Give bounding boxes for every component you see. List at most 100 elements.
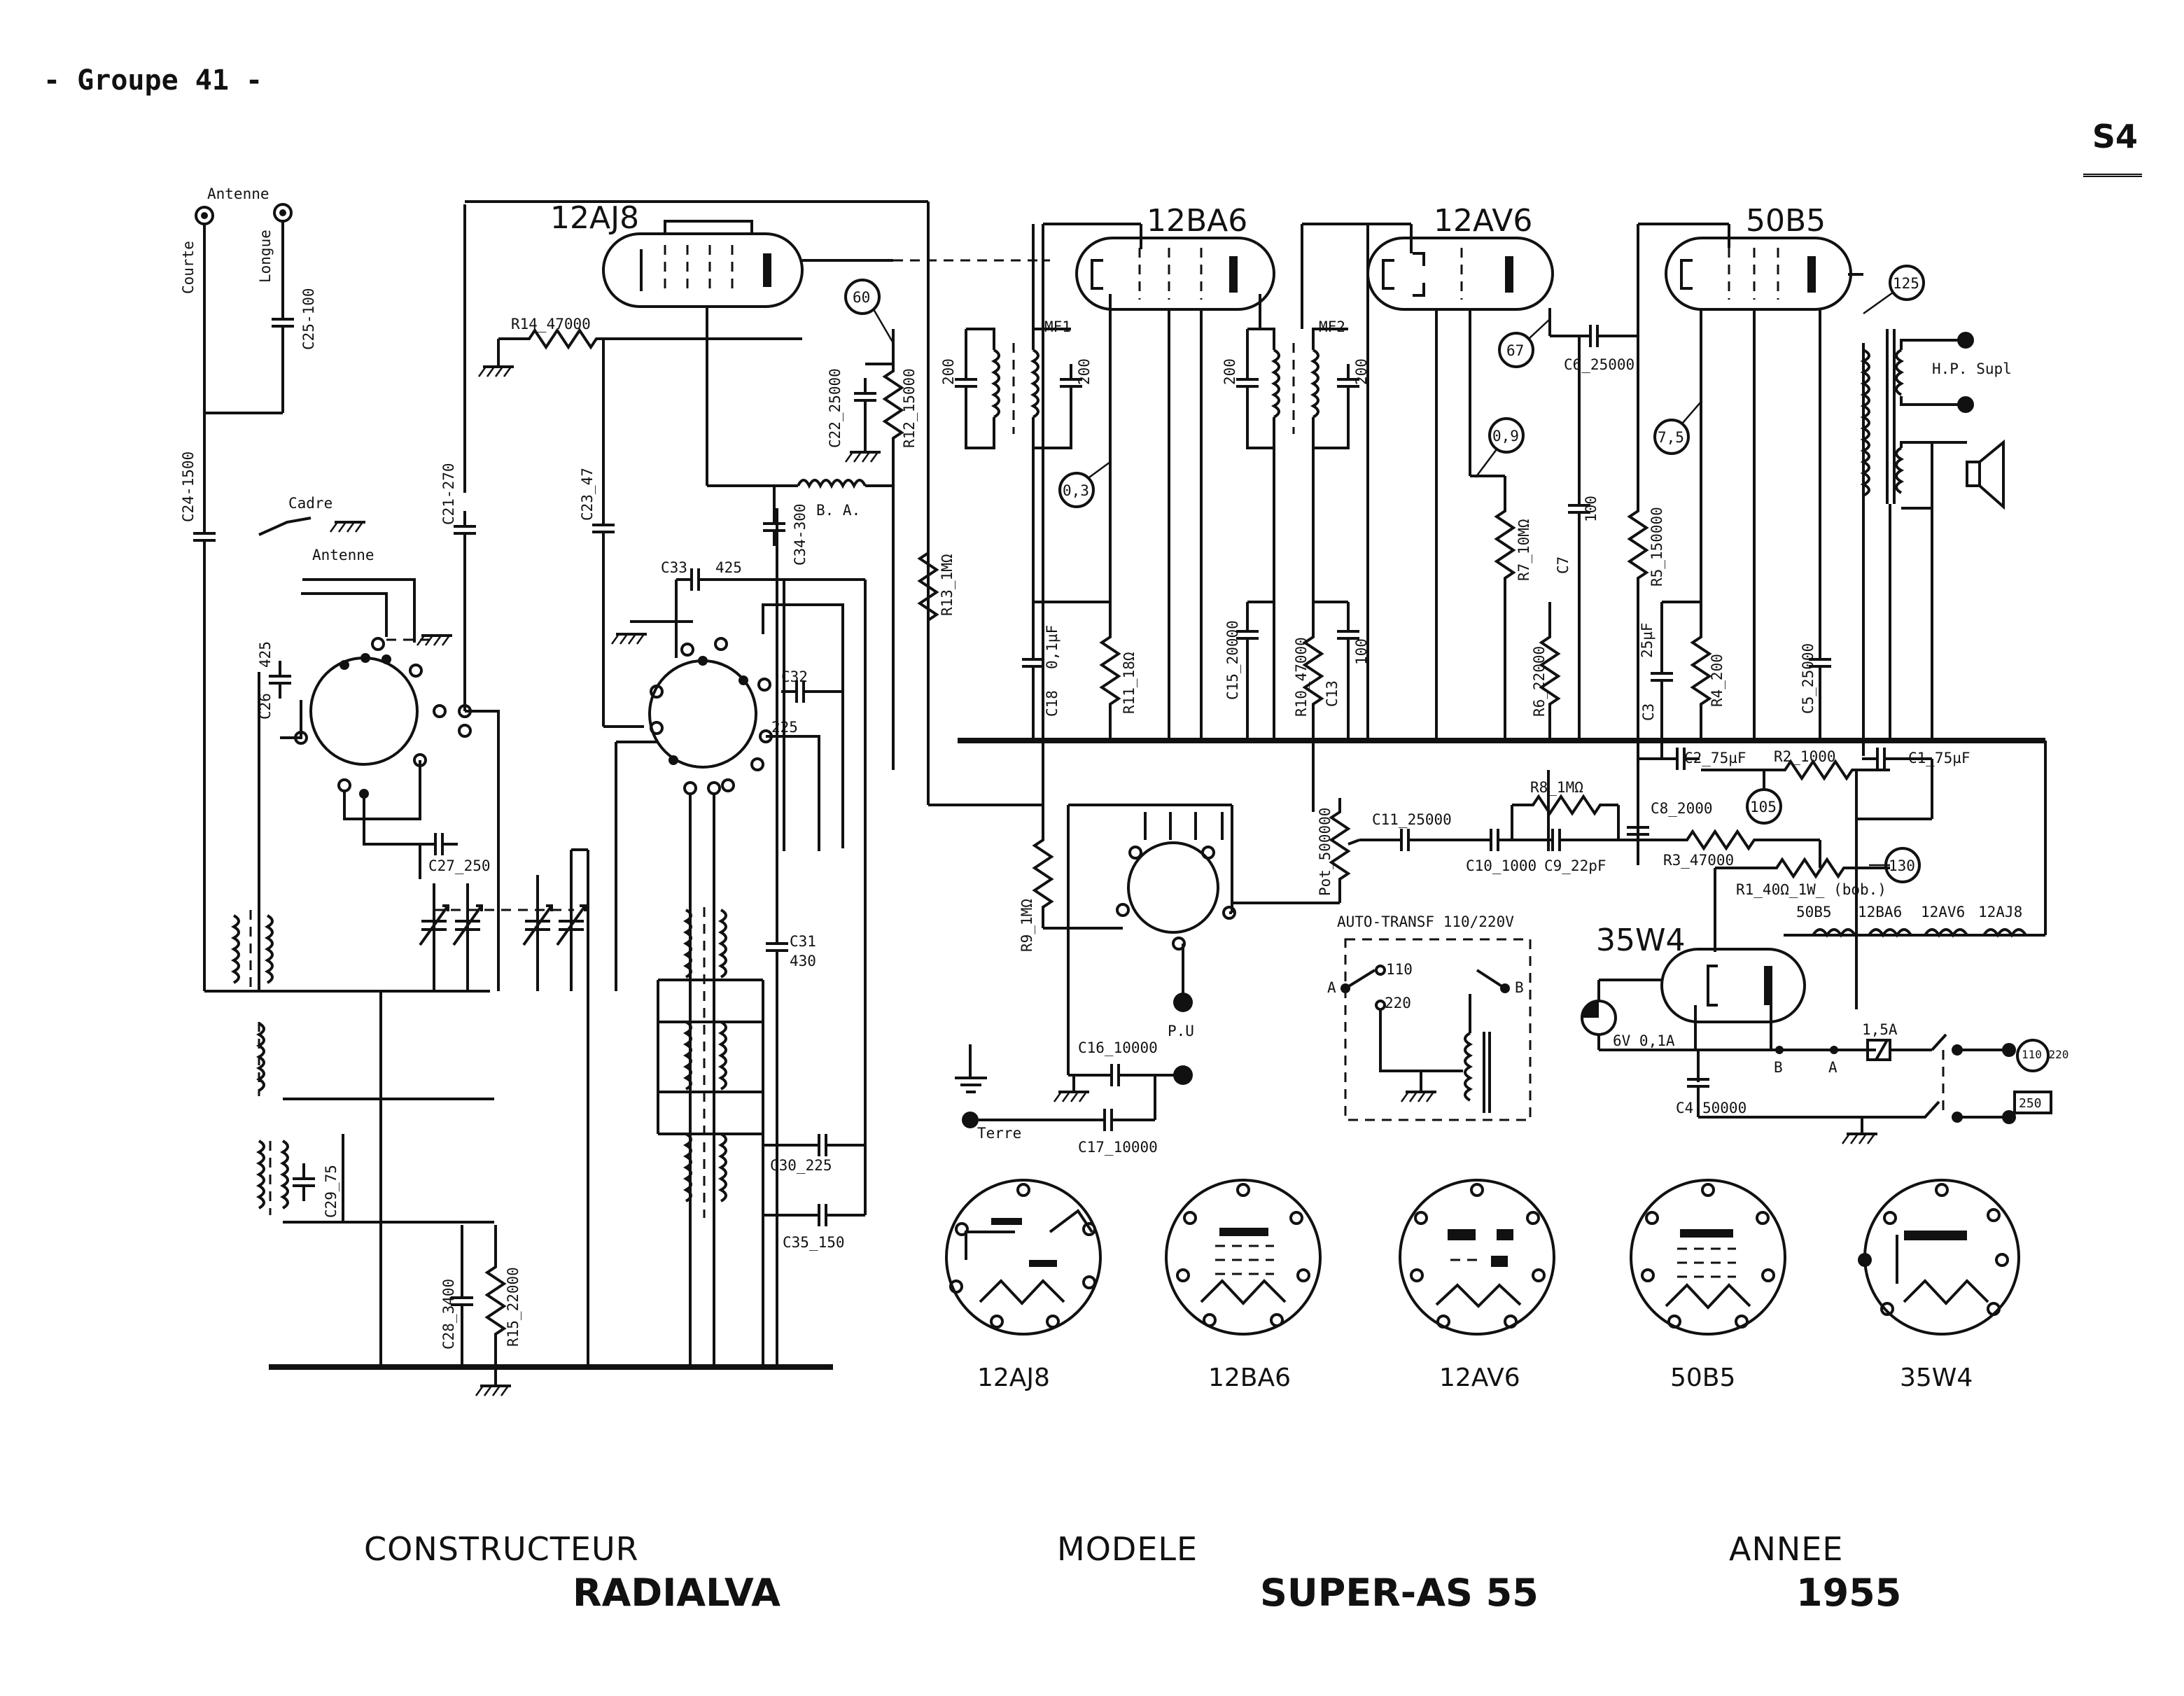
label-fuse: 1,5A [1862, 1021, 1898, 1038]
label-mains-250: 250 [2019, 1096, 2042, 1111]
label-r7: R7_10MΩ [1516, 519, 1532, 581]
test-point-0-3: 0,3 [1058, 461, 1111, 508]
label-antenne-top: Antenne [207, 185, 270, 202]
label-c32: C32 [781, 668, 808, 685]
tube-35w4: 35W4 [1596, 923, 1806, 1023]
svg-text:0,9: 0,9 [1492, 428, 1519, 444]
tube-label-12aj8: 12AJ8 [550, 200, 639, 236]
label-pilot-lamp: 6V_0,1A [1613, 1032, 1675, 1049]
label-ba: B. A. [816, 502, 860, 519]
label-cadre: Cadre [288, 495, 332, 512]
annee-value: 1955 [1796, 1571, 1902, 1615]
auto-transformer-box: AUTO-TRANSF 110/220V A 110 220 B [1327, 913, 1532, 1121]
label-r11: R11_18Ω [1121, 652, 1138, 714]
tube-base-12av6: 12AV6 [1399, 1179, 1555, 1392]
label-r4: R4_200 [1709, 654, 1726, 707]
modele-value: SUPER-AS 55 [1260, 1571, 1539, 1615]
tube-label-35w4: 35W4 [1596, 923, 1686, 958]
base-label-12av6: 12AV6 [1439, 1364, 1520, 1392]
label-r3: R3_47000 [1663, 852, 1734, 869]
label-mf2-c1: 200 [1222, 358, 1238, 385]
osc-section: C21-270 R14_47000 C23_47 [440, 204, 802, 728]
svg-text:125: 125 [1893, 275, 1919, 292]
output-section: R5_150000 C3 25µF R4_200 C5_25000 [1628, 223, 1863, 851]
label-c23: C23_47 [579, 468, 596, 521]
group-heading: - Groupe 41 - [43, 64, 263, 97]
label-pot: Pot_500000 [1317, 808, 1334, 896]
label-c2: C2_75µF [1684, 750, 1746, 766]
tube-label-12av6: 12AV6 [1434, 203, 1532, 239]
test-point-67: 67 [1498, 318, 1550, 368]
label-c11: C11_25000 [1372, 811, 1452, 828]
label-mf1-c1: 200 [940, 358, 957, 385]
label-longue: Longue [257, 230, 274, 283]
label-c17: C17_10000 [1078, 1139, 1158, 1156]
label-c18-value: 0,1µF [1044, 625, 1060, 669]
label-220: 220 [1385, 995, 1411, 1011]
tuning-capacitors: C27_250 [419, 832, 589, 1367]
label-heater-12ba6: 12BA6 [1858, 904, 1902, 920]
label-switch-a: A [1828, 1059, 1837, 1076]
label-c21: C21-270 [440, 463, 457, 525]
test-point-105: 105 [1746, 788, 1782, 825]
label-c27: C27_250 [428, 857, 491, 874]
label-antenne-mid: Antenne [312, 547, 374, 563]
label-c24: C24-1500 [180, 451, 197, 522]
label-c35: C35_150 [783, 1234, 845, 1251]
constructeur-label: CONSTRUCTEUR [364, 1530, 639, 1568]
label-c29: C29_75 [323, 1165, 340, 1218]
svg-text:105: 105 [1750, 799, 1777, 815]
tube-label-12ba6: 12BA6 [1147, 203, 1247, 239]
r13-branch: R13_1MΩ [918, 504, 1043, 806]
label-c10: C10_1000 [1466, 857, 1536, 874]
label-r15: R15_22000 [505, 1267, 522, 1347]
label-mf2: MF2 [1319, 318, 1345, 335]
label-c33: C33 [661, 559, 687, 576]
label-heater-12av6: 12AV6 [1921, 904, 1965, 920]
label-c9: C9_22pF [1544, 857, 1606, 874]
label-c30: C30_225 [770, 1157, 832, 1174]
base-label-12aj8: 12AJ8 [977, 1364, 1050, 1392]
label-c26: C26 [257, 693, 274, 720]
test-point-60: 60 [844, 279, 895, 344]
label-c26-value: 425 [257, 641, 274, 668]
oscillator-coils: C29_75 [204, 910, 494, 1367]
label-c7-value: 100 [1583, 496, 1600, 522]
sheet-code-rule [2083, 174, 2142, 177]
label-mains-110-220: 110 220 [2022, 1048, 2068, 1061]
base-label-35w4: 35W4 [1900, 1364, 1973, 1392]
modele-label: MODELE [1057, 1530, 1198, 1568]
label-c32-value: 225 [771, 719, 798, 736]
label-c3-value: 25µF [1639, 622, 1656, 658]
label-c22: C22_25000 [827, 368, 844, 448]
svg-text:0,3: 0,3 [1063, 482, 1089, 499]
label-c7: C7 [1555, 556, 1572, 574]
output-transformer: H.P. Supl [1860, 329, 2012, 756]
label-c33-value: 425 [715, 559, 742, 576]
wafer-switch-1: C26 425 [257, 578, 500, 991]
label-switch-b: B [1774, 1059, 1783, 1076]
constructeur-value: RADIALVA [573, 1571, 780, 1615]
label-c8: C8_2000 [1651, 800, 1713, 817]
label-c31-value: 430 [790, 953, 816, 969]
label-r6: R6_22000 [1531, 646, 1548, 717]
test-point-130: 130 [1869, 847, 1921, 883]
agc-filter: C28_3400 R15_22000 [440, 1225, 522, 1397]
antenna-section: Antenne Courte Longue C25-100 C24-1500 C… [180, 185, 374, 991]
ba-coil-and-r12: B. A. C34-300 R12_15000 C22_25000 [707, 202, 1050, 770]
label-c6: C6_25000 [1564, 356, 1634, 373]
test-points: 60 0,3 67 0,9 7,5 125 [844, 265, 1925, 883]
detector-section: R7_10MΩ C6_25000 C7 100 R6_22000 [1366, 224, 1638, 851]
if-coil-stack: C31 430 C30_225 C35_150 [657, 508, 867, 1367]
power-supply: C2_75µF R2_1000 C1_75µF C8_2000 R8_1MΩ C… [1421, 741, 2068, 1145]
label-c18: C18 [1044, 690, 1060, 717]
test-point-7-5: 7,5 [1653, 401, 1702, 455]
tube-base-35w4: 35W4 [1858, 1179, 2020, 1392]
label-c31: C31 [790, 933, 816, 950]
label-mf1: MF1 [1044, 318, 1071, 335]
svg-text:67: 67 [1506, 342, 1524, 359]
label-r13: R13_1MΩ [939, 554, 955, 616]
label-heater-12aj8: 12AJ8 [1978, 904, 2022, 920]
test-point-0-9: 0,9 [1475, 417, 1525, 478]
tube-base-50b5: 50B5 [1630, 1179, 1786, 1392]
